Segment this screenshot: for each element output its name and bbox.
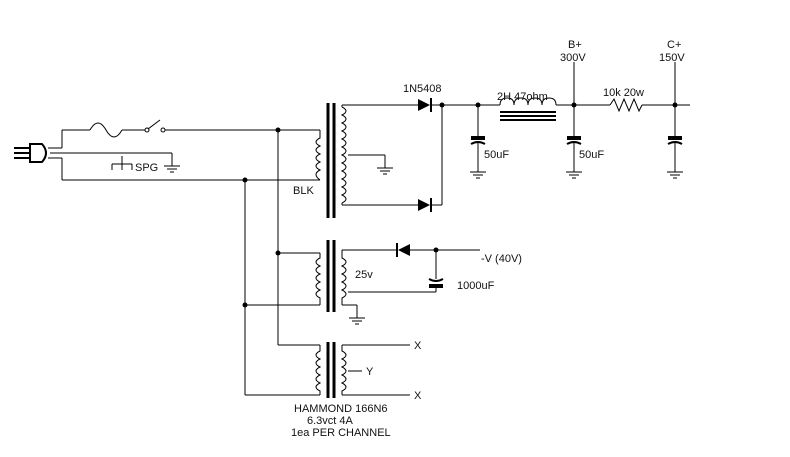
- choke-label: 2H 47ohm: [497, 91, 548, 103]
- fuse-icon: [89, 122, 123, 138]
- cap1-label: 50uF: [484, 149, 509, 161]
- choke-inductor-icon: [499, 97, 557, 121]
- bias-diode-icon: [396, 243, 410, 257]
- bias-transformer: [315, 240, 347, 312]
- cap2-label: 50uF: [579, 149, 604, 161]
- out-x1-label: X: [414, 340, 422, 352]
- bias-ground-icon: [349, 317, 365, 325]
- cap2-icon: [566, 105, 582, 179]
- cap-1000uf-icon: [428, 250, 444, 292]
- b-plus-voltage: 300V: [560, 52, 586, 64]
- blk-label: BLK: [293, 185, 314, 197]
- cap-1000uf-label: 1000uF: [457, 280, 495, 292]
- c-plus-label: C+: [667, 39, 681, 51]
- diode-label: 1N5408: [403, 83, 442, 95]
- b-plus-label: B+: [568, 39, 582, 51]
- mains-plug-icon: [14, 143, 47, 163]
- neg-supply-label: -V (40V): [481, 253, 522, 265]
- c-plus-voltage: 150V: [659, 52, 685, 64]
- diode-1n5408-top: [418, 98, 432, 112]
- out-y-label: Y: [366, 366, 374, 378]
- tap-25v-label: 25v: [355, 269, 373, 281]
- mains-wiring: [48, 129, 320, 181]
- out-x2-label: X: [414, 390, 422, 402]
- heater-transformer: [315, 342, 347, 398]
- resistor-icon: [609, 97, 643, 113]
- transformer-note: 1ea PER CHANNEL: [291, 427, 391, 439]
- cap1-icon: [470, 105, 486, 179]
- spg-ground-icon: [111, 153, 180, 173]
- diode-bottom: [418, 198, 432, 212]
- cap3-icon: [667, 105, 683, 179]
- spg-label: SPG: [135, 162, 158, 174]
- power-switch-icon: [144, 119, 166, 133]
- transformer-rating: 6.3vct 4A: [307, 415, 354, 427]
- resistor-label: 10k 20w: [603, 87, 644, 99]
- ct-ground-icon: [377, 167, 393, 175]
- transformer-model: HAMMOND 166N6: [294, 403, 388, 415]
- power-transformer: [315, 103, 347, 218]
